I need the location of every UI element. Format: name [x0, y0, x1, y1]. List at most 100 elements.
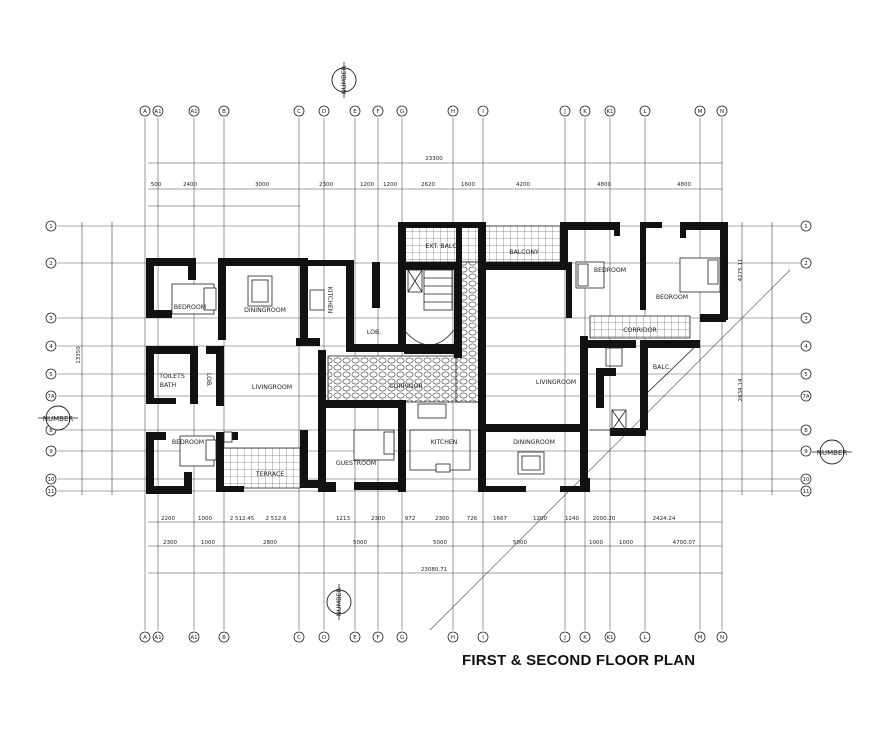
grid-bubble-label: 10 — [48, 477, 55, 483]
grid-bubble-right: 1 — [800, 220, 812, 232]
dim-bottom-2: 5000 — [433, 540, 447, 546]
grid-bubble-bottom: A1 — [152, 631, 164, 643]
grid-bubble-top: E — [349, 105, 361, 117]
dim-bottom-1: 1213 — [336, 516, 350, 522]
dim-bottom-2: 2300 — [163, 540, 177, 546]
grid-bubble-bottom: K1 — [604, 631, 616, 643]
grid-bubble-label: J — [563, 109, 566, 115]
room-label-corridor: CORRIDOR — [389, 383, 423, 390]
grid-bubble-label: M — [698, 635, 703, 641]
grid-bubble-right: 5 — [800, 368, 812, 380]
grid-bubble-right: 10 — [800, 473, 812, 485]
dim-top: 1600 — [461, 182, 475, 188]
grid-bubble-label: A1 — [190, 109, 197, 115]
grid-bubble-left: 3 — [45, 312, 57, 324]
room-label-bedroom-e: BEDROOM — [656, 294, 688, 301]
partitions — [403, 269, 701, 471]
grid-bubble-label: D — [322, 635, 326, 641]
dim-top-total: 23300 — [425, 156, 443, 162]
dim-bottom-1: 2200 — [161, 516, 175, 522]
north-arrow-left: NUMBER — [38, 405, 78, 431]
room-label-bath: BATH — [160, 382, 177, 389]
grid-bubble-label: N — [720, 635, 724, 641]
grid-bubble-top: M — [694, 105, 706, 117]
grid-bubble-label: 11 — [48, 489, 55, 495]
walls — [146, 222, 728, 494]
grid-bubble-label: J — [563, 635, 566, 641]
grid-bubble-left: 11 — [45, 485, 57, 497]
grid-bubble-right: 7A — [800, 390, 812, 402]
grid-bubble-label: F — [376, 109, 379, 115]
grid-bubble-bottom: I — [477, 631, 489, 643]
grid-bubble-bottom: A — [139, 631, 151, 643]
grid-bubble-top: A — [139, 105, 151, 117]
dim-top: 2400 — [183, 182, 197, 188]
dim-bottom-1: 1000 — [198, 516, 212, 522]
grid-bubble-top: K1 — [604, 105, 616, 117]
dim-bottom-1: 2424.24 — [653, 516, 676, 522]
grid-bubble-left: 9 — [45, 445, 57, 457]
grid-bubble-label: 9 — [49, 449, 53, 455]
grid-bubble-top: G — [396, 105, 408, 117]
grid-bubble-label: 5 — [804, 372, 808, 378]
grid-bubble-bottom: C — [293, 631, 305, 643]
dim-top: 1200 — [383, 182, 397, 188]
grid-bubble-label: C — [297, 635, 301, 641]
dim-bottom-2: 5000 — [353, 540, 367, 546]
grid-bubble-top: K — [579, 105, 591, 117]
grid-bubble-right: 4 — [800, 340, 812, 352]
grid-bubble-label: 2 — [49, 261, 53, 267]
grid-bubble-top: A1 — [188, 105, 200, 117]
dim-right-1: 4275.11 — [738, 259, 744, 282]
grid-bubble-top: B — [218, 105, 230, 117]
grid-bubble-label: 3 — [49, 316, 53, 322]
dim-top: 4800 — [677, 182, 691, 188]
grid-bubble-label: K1 — [606, 109, 613, 115]
grid-bubble-label: H — [451, 635, 455, 641]
grid-bubble-left: 7A — [45, 390, 57, 402]
dim-bottom-2: 1000 — [589, 540, 603, 546]
grid-bubble-label: I — [482, 109, 484, 115]
grid-bubble-label: 9 — [804, 449, 808, 455]
grid-bubble-label: A1 — [154, 109, 161, 115]
dim-top: 1200 — [360, 182, 374, 188]
grid-bubble-label: N — [720, 109, 724, 115]
grid-bubble-label: 8 — [49, 428, 53, 434]
grid-bubble-top: C — [293, 105, 305, 117]
grid-bubble-right: 8 — [800, 424, 812, 436]
grid-bubble-label: K1 — [606, 635, 613, 641]
grid-bubble-bottom: D — [318, 631, 330, 643]
grid-bubble-bottom: G — [396, 631, 408, 643]
dim-bottom-1: 726 — [467, 516, 478, 522]
dim-bottom-1: 2300 — [435, 516, 449, 522]
room-label-guestroom: GUESTROOM — [336, 460, 376, 467]
grid-bubble-right: 9 — [800, 445, 812, 457]
grid-bubble-label: H — [451, 109, 455, 115]
grid-bubble-bottom: F — [372, 631, 384, 643]
north-arrow-right: NUMBER — [812, 439, 852, 465]
grid-bubble-label: 5 — [49, 372, 53, 378]
grid-bubble-top: H — [447, 105, 459, 117]
grid-bubble-top: D — [318, 105, 330, 117]
svg-text:NUMBER: NUMBER — [335, 587, 343, 616]
grid-bubble-label: 7A — [47, 394, 54, 400]
grid-bubble-bottom: L — [639, 631, 651, 643]
grid-bubble-right: 3 — [800, 312, 812, 324]
room-label-living-w: LIVINGROOM — [252, 384, 292, 391]
north-arrow-bottom: NUMBER — [326, 584, 352, 620]
grid-bubble-left: 2 — [45, 257, 57, 269]
dim-top: 4200 — [516, 182, 530, 188]
dim-bottom-2: 4700.07 — [673, 540, 696, 546]
grid-bubble-label: 3 — [804, 316, 808, 322]
room-label-bedroom-sw: BEDROOM — [172, 439, 204, 446]
grid-bubble-left: 5 — [45, 368, 57, 380]
grid-bubble-bottom: K — [579, 631, 591, 643]
dim-bottom-1: 1200 — [533, 516, 547, 522]
grid-bubble-label: 4 — [804, 344, 808, 350]
dim-right-2: 2634.14 — [738, 378, 744, 401]
grid-bubble-top: L — [639, 105, 651, 117]
room-label-lob-w: LOB. — [205, 373, 212, 387]
grid-bubble-bottom: E — [349, 631, 361, 643]
